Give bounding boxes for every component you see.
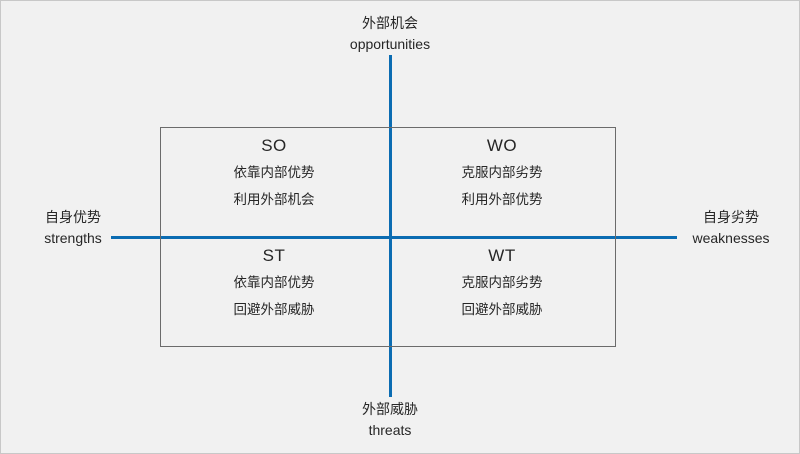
quadrant-so-title: SO: [261, 136, 287, 155]
quadrant-wo-title: WO: [486, 136, 518, 155]
axis-label-weaknesses: 自身劣势 weaknesses: [667, 207, 795, 249]
quadrant-wt-line-1: 克服内部劣势: [461, 275, 543, 290]
matrix-outline-box: [160, 127, 616, 347]
quadrant-st-title: ST: [262, 246, 286, 265]
axis-label-threats-en: threats: [368, 422, 412, 438]
quadrant-wo-line-2: 利用外部优势: [461, 192, 543, 207]
quadrant-wt-line-2: 回避外部威胁: [461, 302, 543, 317]
quadrant-wo-line-1: 克服内部劣势: [461, 165, 543, 180]
quadrant-st-line-2: 回避外部威胁: [233, 302, 315, 317]
quadrant-wo: WO 克服内部劣势 利用外部优势: [388, 127, 616, 237]
axis-label-threats-cn: 外部威胁: [362, 401, 418, 417]
quadrant-st: ST 依靠内部优势 回避外部威胁: [160, 237, 388, 347]
axis-label-weaknesses-en: weaknesses: [692, 230, 770, 246]
axis-label-opportunities-cn: 外部机会: [362, 15, 418, 31]
axis-label-threats: 外部威胁 threats: [300, 399, 480, 441]
axis-label-opportunities-en: opportunities: [349, 36, 431, 52]
quadrant-so-line-2: 利用外部机会: [233, 192, 315, 207]
axis-label-opportunities: 外部机会 opportunities: [300, 13, 480, 55]
axis-label-strengths-en: strengths: [44, 230, 102, 246]
axis-label-weaknesses-cn: 自身劣势: [703, 209, 759, 225]
quadrant-wt-title: WT: [488, 246, 516, 265]
quadrant-wt: WT 克服内部劣势 回避外部威胁: [388, 237, 616, 347]
quadrant-st-line-1: 依靠内部优势: [233, 275, 315, 290]
quadrant-so: SO 依靠内部优势 利用外部机会: [160, 127, 388, 237]
axis-label-strengths-cn: 自身优势: [45, 209, 101, 225]
horizontal-axis-line: [111, 236, 677, 239]
vertical-axis-line: [389, 55, 392, 397]
axis-label-strengths: 自身优势 strengths: [7, 207, 139, 249]
quadrant-so-line-1: 依靠内部优势: [233, 165, 315, 180]
